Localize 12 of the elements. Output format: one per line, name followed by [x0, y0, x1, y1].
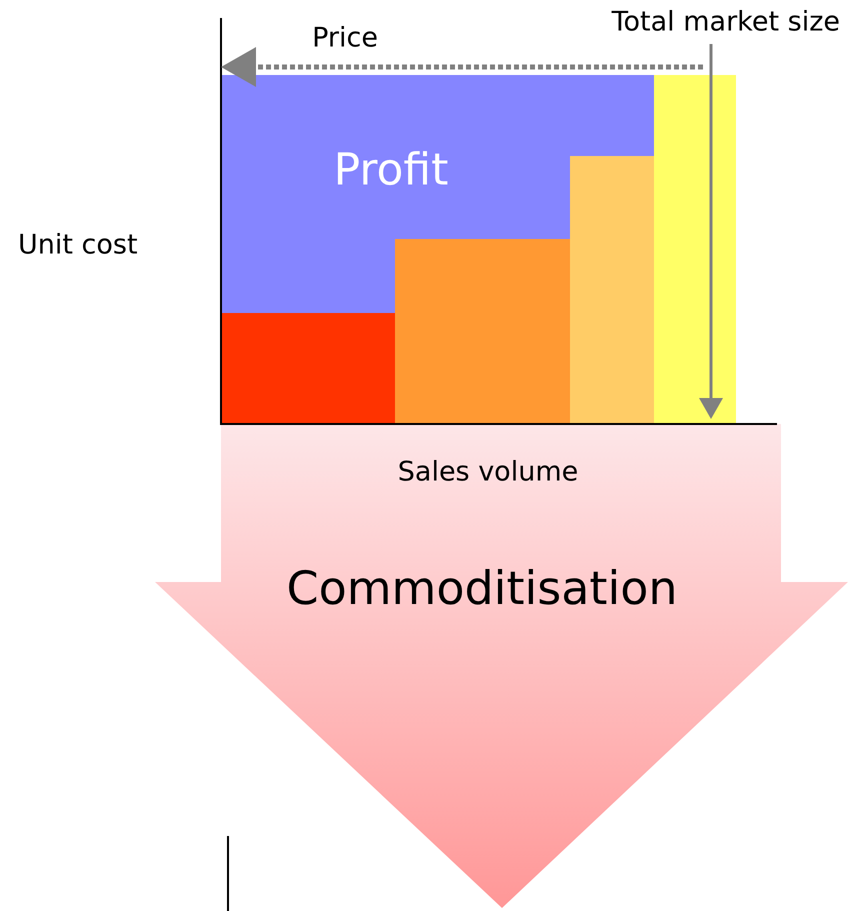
- cost-bar: [654, 75, 736, 424]
- down-arrow-shape: [155, 424, 848, 908]
- area-label: Profit: [334, 144, 448, 196]
- cost-bar: [222, 313, 395, 424]
- cost-bar: [395, 239, 570, 424]
- axis-label: Unit cost: [18, 230, 138, 260]
- cost-bar: [570, 156, 654, 424]
- profit-area: [222, 75, 654, 313]
- axis-label: Total market size: [612, 6, 840, 38]
- arrow-label: Commoditisation: [286, 561, 678, 615]
- axis-label: Sales volume: [398, 456, 578, 488]
- axis-label: Price: [312, 22, 378, 54]
